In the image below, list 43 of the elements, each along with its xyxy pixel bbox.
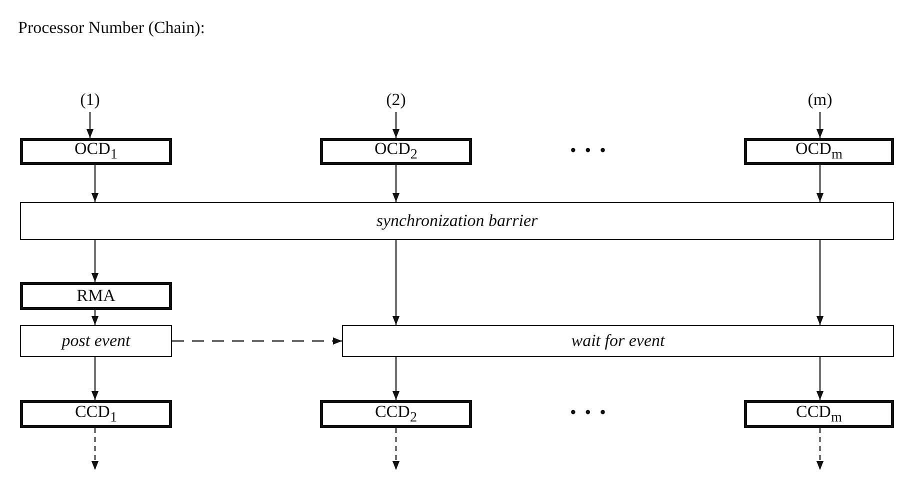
process-box bbox=[744, 400, 894, 428]
arrow bbox=[91, 428, 99, 470]
box-label: CCD$_{1}$ bbox=[74, 402, 118, 426]
box-label: OCD$_{m}$ bbox=[796, 139, 842, 164]
arrow bbox=[392, 357, 400, 400]
box-label: OCD$_{2}$ bbox=[374, 139, 418, 164]
diagram-title: Processor Number (Chain): bbox=[18, 18, 205, 38]
arrow bbox=[816, 357, 824, 400]
chain-number: (2) bbox=[376, 88, 416, 112]
box-label: synchronization barrier bbox=[376, 211, 538, 231]
barrier-bar bbox=[20, 202, 894, 240]
arrow bbox=[91, 165, 99, 202]
arrow bbox=[392, 112, 400, 138]
event-box bbox=[20, 325, 172, 357]
box-label: CCD$_{m}$ bbox=[796, 402, 842, 426]
process-box bbox=[20, 400, 172, 428]
chain-number: (1) bbox=[70, 88, 110, 112]
ellipsis-dots: • • • bbox=[570, 402, 608, 423]
arrow bbox=[816, 165, 824, 202]
arrow bbox=[816, 240, 824, 325]
process-box bbox=[320, 400, 472, 428]
arrow bbox=[91, 357, 99, 400]
event-box bbox=[342, 325, 894, 357]
ellipsis-dots: • • • bbox=[570, 140, 608, 161]
arrow bbox=[91, 310, 99, 325]
arrow bbox=[86, 112, 94, 138]
box-label: post event bbox=[62, 331, 130, 351]
box-label: RMA bbox=[76, 286, 116, 306]
box-label: OCD$_{1}$ bbox=[74, 139, 118, 164]
arrow bbox=[172, 337, 342, 345]
arrow bbox=[392, 165, 400, 202]
arrow bbox=[392, 428, 400, 470]
box-label: wait for event bbox=[571, 331, 665, 351]
chain-number: (m) bbox=[798, 88, 842, 112]
process-box bbox=[20, 138, 172, 165]
arrow bbox=[392, 240, 400, 325]
process-box bbox=[320, 138, 472, 165]
arrow bbox=[816, 428, 824, 470]
process-box bbox=[744, 138, 894, 165]
process-box bbox=[20, 282, 172, 310]
arrow bbox=[816, 112, 824, 138]
arrow bbox=[91, 240, 99, 282]
box-label: CCD$_{2}$ bbox=[374, 402, 418, 426]
